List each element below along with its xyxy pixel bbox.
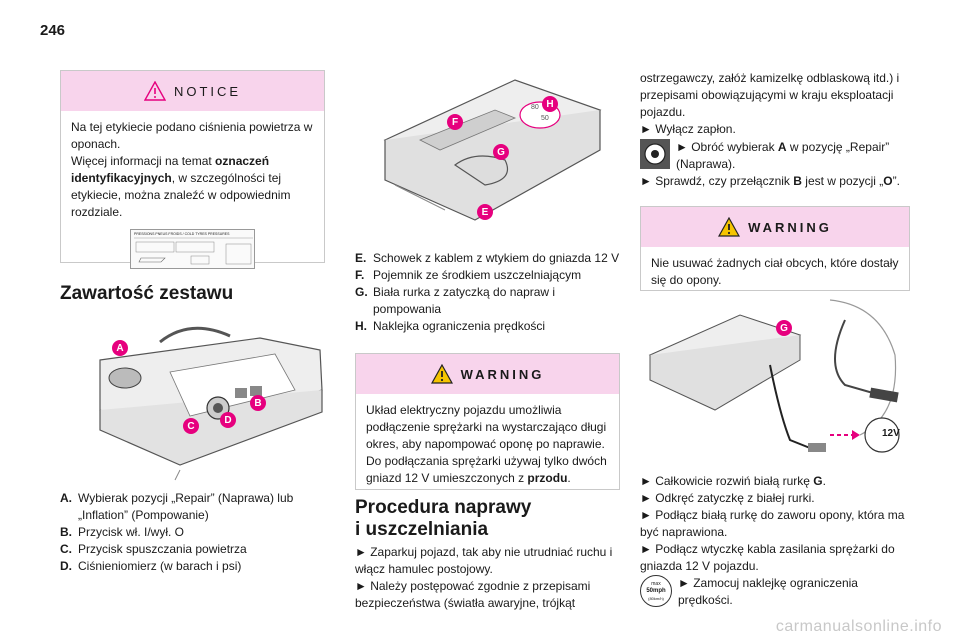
connection-steps: ► Całkowicie rozwiń białą rurkę G. ► Odk…: [640, 473, 910, 609]
speed-label-bottom: 50: [541, 115, 549, 122]
compressor-drawing: [99, 326, 323, 481]
connection-step-5: max 50mph (80km/h) ► Zamocuj naklejkę og…: [640, 575, 910, 609]
procedure-title: Procedura naprawy i uszczelniania: [355, 497, 532, 540]
column-right: ostrzegawczy, załóż kamizelkę odblaskową…: [640, 70, 910, 607]
notice-text-1: Na tej etykiecie podano ciśnienia powiet…: [71, 120, 313, 151]
socket-label: 12V: [882, 428, 900, 439]
callout-h: H: [542, 96, 558, 112]
warning-title: WARNING: [748, 219, 832, 235]
connection-step-1: ► Całkowicie rozwiń białą rurkę G.: [640, 474, 826, 488]
speed-limit-sticker-icon: max 50mph (80km/h): [640, 575, 672, 607]
list-item: G.Biała rurka z zatyczką do napraw i pom…: [355, 285, 556, 316]
warning-box-electrical: WARNING Układ elektryczny pojazdu umożli…: [355, 353, 620, 490]
procedure-steps: ► Zaparkuj pojazd, tak aby nie utrudniać…: [355, 544, 620, 612]
warning-header: WARNING: [356, 354, 619, 394]
connection-step-2: ► Odkręć zatyczkę z białej rurki.: [640, 491, 815, 505]
tyre-pressure-label-image: PRESSIONS PNEUS FROIDS / COLD TYRES PRES…: [130, 229, 255, 269]
procedure-step-2: ► Należy postępować zgodnie z przepisami…: [355, 579, 591, 610]
callout-b: B: [250, 395, 266, 411]
connection-drawing: [648, 299, 900, 453]
column-left: NOTICE Na tej etykiecie podano ciśnienia…: [60, 70, 325, 573]
watermark: carmanualsonline.info: [775, 618, 942, 635]
procedure-step-2-continued: ostrzegawczy, załóż kamizelkę odblaskową…: [640, 71, 900, 119]
selector-dial-icon: [640, 139, 670, 169]
procedure-step-3: ► Wyłącz zapłon.: [640, 122, 736, 136]
list-item: C.Przycisk spuszczania powietrza: [60, 542, 247, 556]
tyre-label-drawing: [134, 237, 253, 265]
notice-text-2: Więcej informacji na temat oznaczeń iden…: [71, 154, 291, 219]
callout-a: A: [112, 340, 128, 356]
notice-header: NOTICE: [61, 71, 324, 111]
warning-box-foreign-objects: WARNING Nie usuwać żadnych ciał obcych, …: [640, 206, 910, 291]
box-items-list: E.Schowek z kablem z wtykiem do gniazda …: [355, 250, 620, 335]
callout-c: C: [183, 418, 199, 434]
list-item: H.Naklejka ograniczenia prędkości: [355, 319, 546, 333]
speed-label-top: 80: [531, 104, 539, 111]
notice-title: NOTICE: [173, 83, 242, 99]
procedure-step-4: ► Obróć wybierak A w pozycję „Repair” (N…: [640, 139, 910, 173]
kit-section-title: Zawartość zestawu: [60, 283, 234, 304]
power-socket: [864, 417, 900, 453]
procedure-step-1: ► Zaparkuj pojazd, tak aby nie utrudniać…: [355, 545, 613, 576]
tyre-label-heading: PRESSIONS PNEUS FROIDS / COLD TYRES PRES…: [134, 232, 230, 236]
warning-header: WARNING: [641, 207, 909, 247]
connection-illustration: 12V: [630, 295, 910, 465]
connection-step-3: ► Podłącz białą rurkę do zaworu opony, k…: [640, 508, 905, 539]
callout-g: G: [776, 320, 792, 336]
warning-title: WARNING: [460, 366, 545, 382]
list-item: A.Wybierak pozycji „Repair” (Naprawa) lu…: [60, 491, 294, 522]
notice-box: NOTICE Na tej etykiecie podano ciśnienia…: [60, 70, 325, 269]
warning-text: Nie usuwać żadnych ciał obcych, które do…: [651, 256, 899, 287]
list-item: F.Pojemnik ze środkiem uszczelniającym: [355, 268, 582, 282]
callout-d: D: [220, 412, 236, 428]
callout-f: F: [447, 114, 463, 130]
list-item: B.Przycisk wł. I/wył. O: [60, 525, 185, 539]
list-item: E.Schowek z kablem z wtykiem do gniazda …: [355, 251, 620, 265]
warning-outline-icon: [143, 81, 166, 101]
warning-text: Układ elektryczny pojazdu umożliwia podł…: [366, 403, 607, 485]
callout-e: E: [477, 204, 493, 220]
page-number: 246: [40, 22, 66, 39]
kit-items-list: A.Wybierak pozycji „Repair” (Naprawa) lu…: [60, 490, 325, 575]
warning-triangle-icon: [718, 217, 741, 237]
warning-triangle-icon: [430, 364, 453, 384]
procedure-step-5: ► Sprawdź, czy przełącznik B jest w pozy…: [640, 174, 900, 188]
connection-step-4: ► Podłącz wtyczkę kabla zasilania spręża…: [640, 542, 895, 573]
list-item: D.Ciśnieniomierz (w barach i psi): [60, 559, 242, 573]
compressor-illustration: [60, 320, 325, 485]
callout-g: G: [493, 144, 509, 160]
